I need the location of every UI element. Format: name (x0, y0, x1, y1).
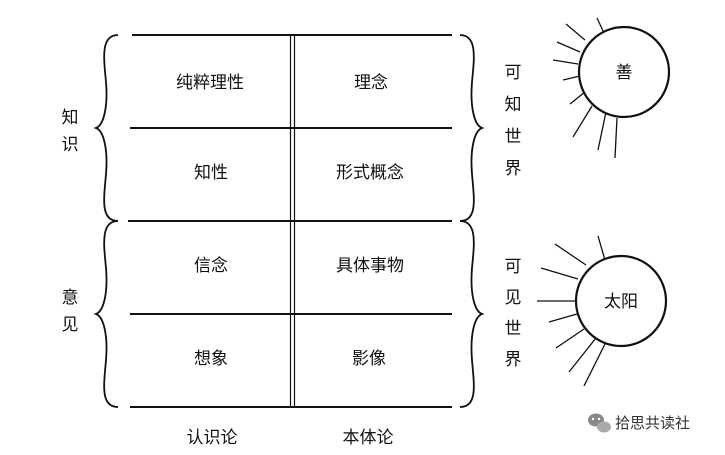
brace-intelligible-world (459, 34, 485, 222)
watermark: 拾思共读社 (588, 413, 690, 433)
cell-ideas: 理念 (354, 72, 388, 93)
sun-disc-good (577, 25, 671, 119)
group-label-char: 界 (505, 350, 522, 370)
table-cells: 纯粹理性 理念 知性 形式概念 信念 具体事物 想象 影像 (176, 72, 404, 369)
sun-rays-sun (537, 235, 606, 387)
group-label-char: 世 (505, 319, 522, 339)
group-label-char: 意 (62, 288, 79, 308)
sun-label-good: 善 (616, 63, 633, 83)
cell-objects: 具体事物 (336, 256, 404, 276)
cell-belief: 信念 (194, 255, 228, 276)
group-label-char: 界 (505, 159, 522, 179)
group-label-char: 见 (62, 315, 79, 335)
brace-visible-world (459, 220, 485, 408)
brace-knowledge (93, 34, 119, 222)
wechat-icon (588, 413, 611, 433)
cell-pure-reason: 纯粹理性 (176, 73, 244, 93)
group-label-char: 知 (62, 108, 79, 128)
group-label-char: 识 (62, 135, 79, 155)
group-label-char: 可 (505, 257, 522, 277)
right-braces (459, 34, 485, 408)
column-label-ontology: 本体论 (343, 428, 394, 448)
cell-forms: 形式概念 (336, 162, 404, 183)
sun-disc-sun (574, 254, 668, 348)
sun-rays-good (552, 17, 618, 159)
left-braces (93, 34, 119, 408)
group-label-char: 可 (505, 63, 522, 83)
group-label-knowledge: 知识 (62, 108, 79, 155)
column-label-epistemology: 认识论 (187, 428, 238, 448)
watermark-text: 拾思共读社 (615, 414, 690, 432)
cell-understanding: 知性 (194, 163, 228, 183)
group-label-opinion: 意见 (62, 288, 79, 335)
cell-images: 影像 (352, 349, 386, 369)
sun-sun: 太阳 (537, 235, 668, 387)
sun-good: 善 (552, 17, 671, 159)
brace-opinion (93, 220, 119, 408)
sun-label-sun: 太阳 (604, 292, 638, 312)
cell-imagination: 想象 (194, 349, 228, 369)
table-frame (128, 34, 452, 408)
group-label-char: 见 (505, 288, 522, 308)
group-label-char: 知 (505, 95, 522, 115)
group-label-char: 世 (505, 127, 522, 147)
